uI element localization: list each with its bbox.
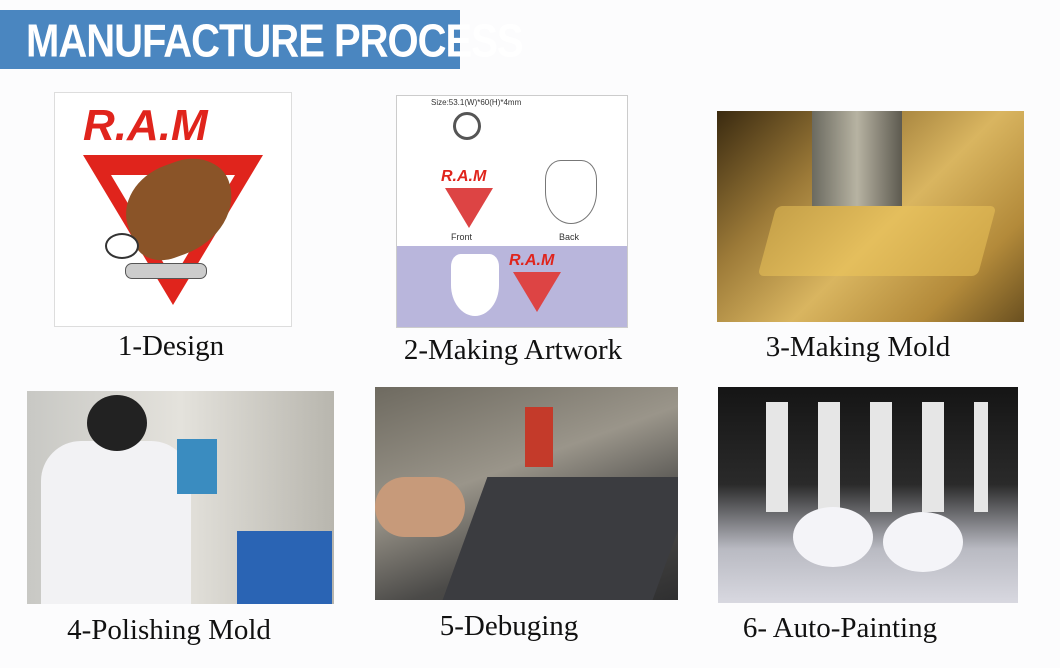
debugging-photo [375,387,678,600]
cnc-spindle [812,111,902,206]
work-table [442,477,678,600]
worker [41,441,191,604]
preview-logo-text: R.A.M [509,252,555,269]
auto-painting-photo [718,387,1018,603]
preview-strip: R.A.M [397,246,627,327]
keyring [453,112,481,140]
step-caption: 3-Making Mold [765,331,951,363]
polishing-photo [27,391,334,604]
back-label: Back [559,232,580,242]
title-banner: MANUFACTURE PROCESS [0,10,524,69]
artwork-image: Size:53.1(W)*60(H)*4mm R.A.M Front Back … [396,95,628,328]
machine-window [177,439,217,494]
ram-logo-text: R.A.M [83,101,208,150]
size-text: Size:53.1(W)*60(H)*4mm [431,98,522,107]
mold-photo [717,111,1024,322]
red-part [525,407,553,467]
wrench-graphic [125,263,207,279]
design-image: R.A.M [54,92,292,327]
worker-head [87,395,147,451]
mold-cavities [757,206,997,276]
blue-bin [237,531,332,604]
step-caption: 1-Design [117,330,225,362]
back-outline [545,160,597,224]
print-plate-left [793,507,873,567]
preview-keychain [513,272,561,312]
front-logo-text: R.A.M [441,168,487,185]
front-keychain [445,188,493,228]
hands [375,477,465,537]
white-back-piece [451,254,499,316]
step-caption: 6- Auto-Painting [742,612,938,644]
step-caption: 4-Polishing Mold [67,614,271,646]
paint-nozzles [748,402,988,512]
print-plate-right [883,512,963,572]
page-title: MANUFACTURE PROCESS [26,16,524,67]
step-caption: 2-Making Artwork [403,334,623,366]
front-label: Front [451,232,473,242]
step-caption: 5-Debuging [439,610,579,642]
eagle-head [105,233,139,259]
